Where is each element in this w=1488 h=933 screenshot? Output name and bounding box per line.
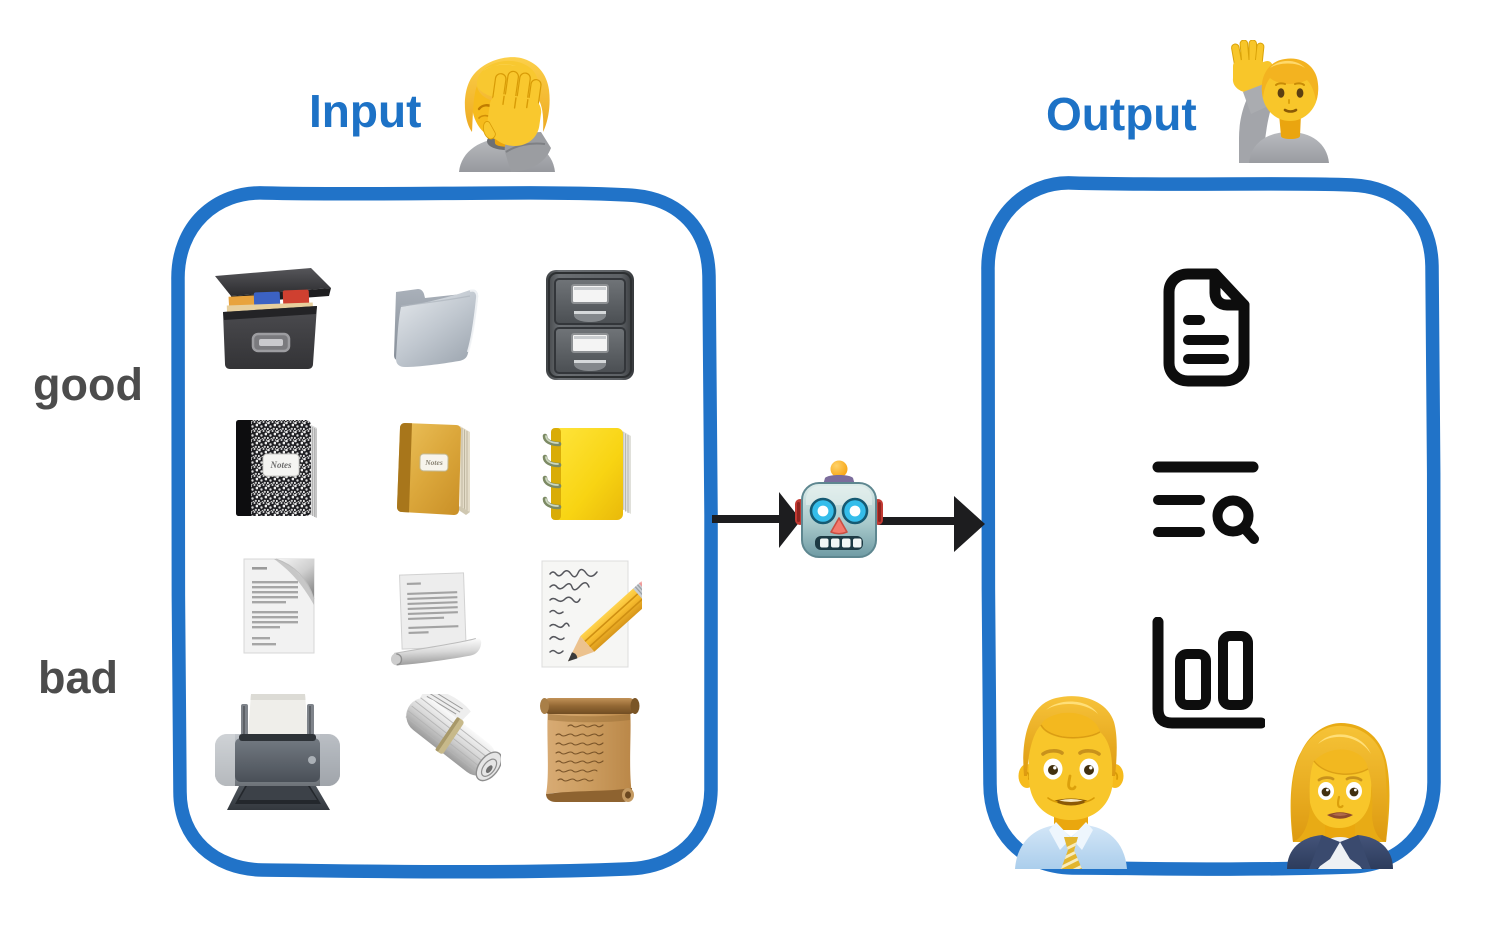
man-office-worker-emoji: [1015, 696, 1127, 869]
document-icon: [1163, 268, 1250, 387]
open-file-folder-emoji: [394, 289, 479, 367]
input-title: Input: [309, 85, 422, 137]
person-raising-hand-emoji: [1231, 40, 1329, 163]
output-title: Output: [1046, 88, 1197, 140]
decorative-notebook-emoji: Notes: [397, 423, 470, 515]
file-cabinet-emoji: [546, 270, 634, 380]
page-facing-up-emoji: [243, 558, 315, 654]
card-file-box-emoji: [215, 268, 331, 369]
flow-arrows: [712, 492, 985, 552]
arrow-left-head: [779, 492, 801, 548]
bar-chart-icon: [1152, 617, 1265, 729]
memo-with-pencil-emoji: [541, 560, 642, 668]
notebook-label-text: Notes: [424, 458, 443, 467]
arrow-left-shaft: [712, 515, 782, 523]
arrow-right-shaft: [878, 517, 958, 525]
notebook-label-text: Notes: [270, 460, 292, 470]
page-with-curl-emoji: [390, 572, 482, 666]
composition-notebook-emoji: Notes: [236, 420, 317, 518]
list-search-icon: [1152, 461, 1259, 544]
printer-emoji: [215, 694, 340, 810]
rolled-up-newspaper-emoji: [405, 694, 501, 782]
spiral-ledger-emoji: [542, 428, 631, 520]
scroll-emoji: [540, 698, 640, 802]
robot-emoji: [795, 460, 883, 558]
arrow-right-head: [954, 496, 985, 552]
good-row-label: good: [33, 359, 143, 410]
bad-row-label: bad: [38, 652, 119, 703]
person-facepalming-emoji: [459, 57, 555, 172]
woman-office-worker-emoji: [1287, 723, 1393, 869]
